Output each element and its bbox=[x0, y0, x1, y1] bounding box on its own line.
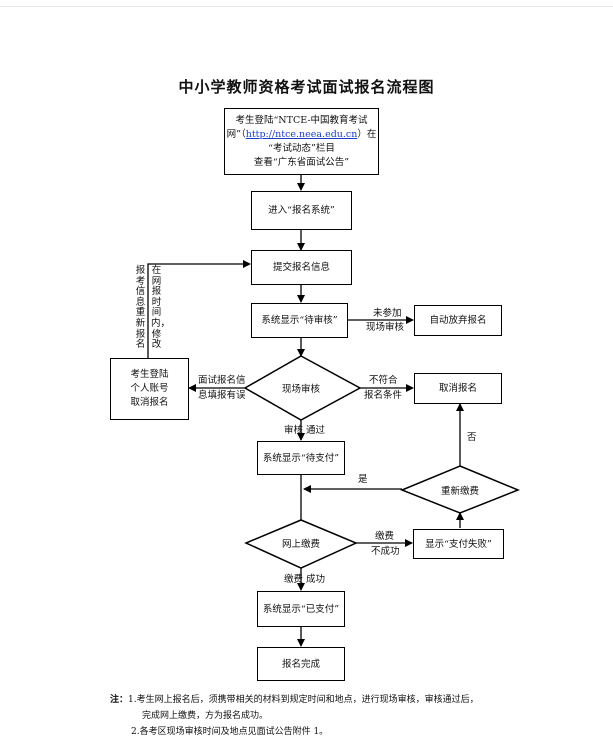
box-cancel: 取消报名 bbox=[414, 373, 502, 404]
login-cancel-line1: 考生登陆 bbox=[130, 369, 169, 380]
diamond-online-payment bbox=[244, 519, 358, 569]
box-payment-failed: 显示“支付失败” bbox=[413, 529, 504, 559]
box-login-cancel: 考生登陆 个人账号 取消报名 bbox=[110, 358, 189, 420]
start-line2-post: ）在 bbox=[357, 128, 377, 140]
start-line1: 考生登陆“NTCE-中国教育考试 bbox=[235, 114, 368, 126]
label-pay-fail-2: 不成功 bbox=[371, 546, 400, 557]
note-1a: 1.考生网上报名后，须携带相关的材料到规定时间和地点，进行现场审核，审核通过后， bbox=[128, 695, 479, 705]
label-pay-success: 缴费 成功 bbox=[284, 574, 326, 585]
box-start: 考生登陆“NTCE-中国教育考试 网”（http://ntce.neea.edu… bbox=[224, 108, 379, 175]
label-info-error-1: 面试报名信 bbox=[198, 375, 246, 386]
diamond-onsite-review-label: 现场审核 bbox=[281, 384, 320, 395]
notes: 注：1.考生网上报名后，须携带相关的材料到规定时间和地点，进行现场审核，审核通过… bbox=[110, 692, 479, 740]
note-prefix: 注： bbox=[110, 695, 129, 705]
note-1: 注：1.考生网上报名后，须携带相关的材料到规定时间和地点，进行现场审核，审核通过… bbox=[110, 692, 479, 708]
label-not-meet-1: 不符合 bbox=[369, 375, 398, 386]
diamond-repay-label: 重新缴费 bbox=[440, 486, 479, 497]
note-1b: 完成网上缴费，方为报名成功。 bbox=[142, 711, 269, 721]
page-title: 中小学教师资格考试面试报名流程图 bbox=[178, 78, 435, 96]
note-2: 2.各考区现场审核时间及地点见面试公告附件 1。 bbox=[131, 727, 329, 737]
label-yes: 是 bbox=[358, 474, 368, 485]
label-not-meet-2: 报名条件 bbox=[364, 390, 403, 401]
diamond-repay bbox=[400, 465, 520, 514]
start-line4: 查看“广东省面试公告” bbox=[253, 156, 350, 168]
label-modify-col1: 报考信息重新报名 bbox=[135, 265, 146, 351]
label-no: 否 bbox=[467, 432, 477, 443]
box-paid: 系统显示“已支付” bbox=[257, 591, 345, 627]
box-submit-info: 提交报名信息 bbox=[251, 250, 352, 285]
start-line2-pre: 网”（ bbox=[226, 128, 246, 140]
box-pending-review: 系统显示“待审核” bbox=[251, 303, 348, 338]
label-modify-col2: 在网报时间内，修改 bbox=[151, 265, 171, 351]
start-line3: “考试动态”栏目 bbox=[268, 142, 335, 154]
label-pay-fail-1: 缴费 bbox=[375, 531, 395, 542]
label-info-error-2: 息填报有误 bbox=[198, 390, 246, 401]
login-cancel-line3: 取消报名 bbox=[130, 397, 169, 408]
label-not-attend-2: 现场审核 bbox=[366, 322, 405, 333]
box-abandon: 自动放弃报名 bbox=[414, 305, 502, 336]
box-enter-system: 进入“报名系统” bbox=[251, 191, 352, 230]
start-line2: 网”（http://ntce.neea.edu.cn）在 bbox=[227, 128, 377, 142]
label-review-passed: 审核 通过 bbox=[284, 425, 326, 436]
diamond-onsite-review bbox=[243, 355, 362, 421]
diamond-online-payment-label: 网上缴费 bbox=[281, 539, 320, 550]
top-border-line bbox=[0, 6, 613, 7]
arrow-login-to-submit bbox=[147, 260, 251, 358]
box-done: 报名完成 bbox=[257, 647, 345, 681]
login-cancel-line2: 个人账号 bbox=[130, 383, 169, 394]
ntce-link[interactable]: http://ntce.neea.edu.cn bbox=[245, 128, 358, 140]
box-pending-payment: 系统显示“待支付” bbox=[257, 441, 345, 475]
label-not-attend-1: 未参加 bbox=[373, 308, 402, 319]
